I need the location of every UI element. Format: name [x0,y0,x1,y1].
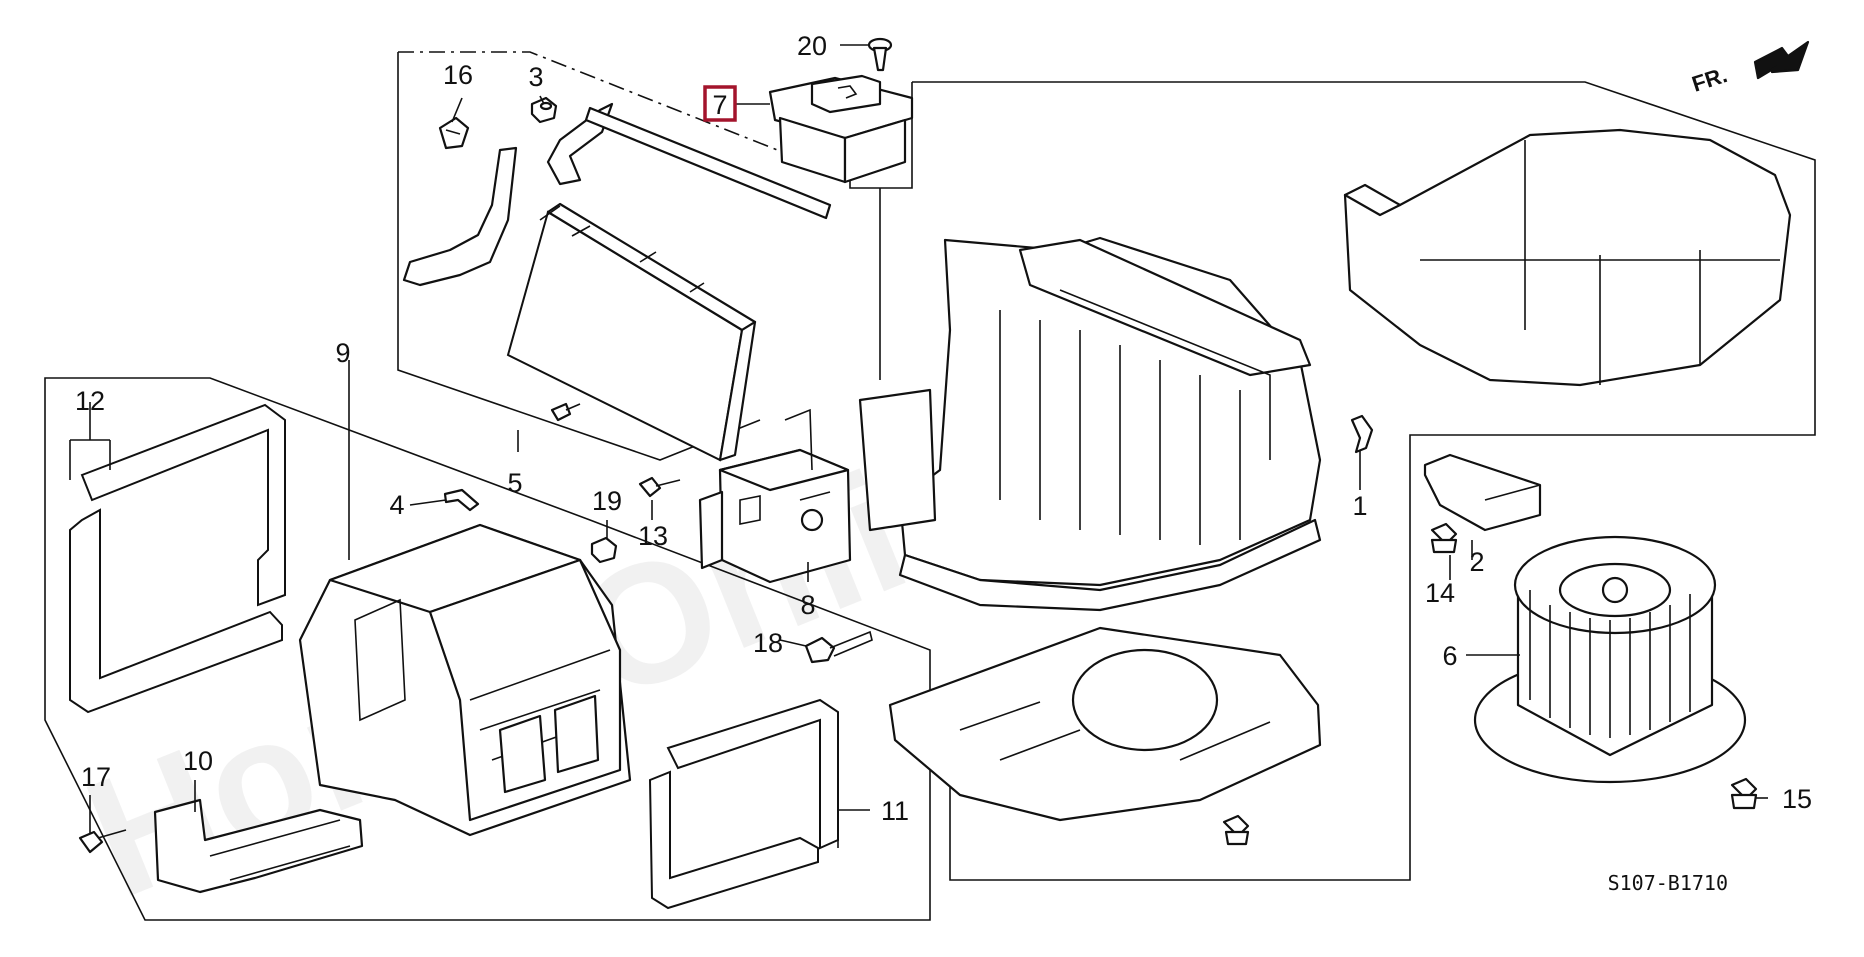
boundary-blower-group [912,81,1816,881]
front-indicator-label: FR. [1689,62,1730,97]
part-3-nut[interactable] [530,96,558,124]
part-15-screw[interactable] [1730,777,1758,810]
callout-8[interactable]: 8 [800,590,815,620]
callout-12[interactable]: 12 [75,386,105,416]
diagram-code: S107-B1710 [1608,871,1728,895]
evaporator-screw[interactable] [550,402,581,422]
blower-cover[interactable] [1343,128,1792,387]
callout-15[interactable]: 15 [1782,784,1812,814]
part-19-nut[interactable] [590,536,618,564]
evaporator-core[interactable] [506,202,757,462]
blower-housing[interactable] [858,236,1322,612]
callout-2[interactable]: 2 [1469,547,1484,577]
part-10-duct[interactable] [153,798,364,894]
part-14-screw[interactable] [1430,522,1458,554]
callout-1[interactable]: 1 [1352,491,1367,521]
callout-16[interactable]: 16 [443,60,473,90]
blower-base-plate[interactable] [888,626,1322,822]
callout-17[interactable]: 17 [81,762,111,792]
part-20-screw[interactable] [867,37,893,72]
part-2-sensor[interactable] [1423,453,1542,532]
part-12-seal[interactable] [69,403,286,714]
part-13-screw[interactable] [638,476,681,498]
callout-18[interactable]: 18 [753,628,783,658]
part-1-clip[interactable] [1350,414,1374,454]
heater-unit-housing[interactable] [298,523,632,837]
callout-14[interactable]: 14 [1425,578,1455,608]
part-11-seal[interactable] [648,698,839,910]
front-direction-arrow [1753,40,1810,80]
callout-9[interactable]: 9 [335,338,350,368]
part-16-clip[interactable] [438,116,470,150]
part-4-clip[interactable] [443,488,480,512]
callout-19[interactable]: 19 [592,486,622,516]
callout-4[interactable]: 4 [389,490,404,520]
callout-3[interactable]: 3 [528,62,543,92]
part-18-bolt[interactable] [804,630,873,664]
callout-5[interactable]: 5 [507,468,522,498]
boundary-heater-group [44,377,931,921]
callout-20[interactable]: 20 [797,31,827,61]
callout-labels: 7 20 16 3 9 12 5 4 19 13 8 18 10 17 11 1… [75,31,1812,826]
callout-6[interactable]: 6 [1442,641,1457,671]
boundary-top-left [398,51,821,171]
highlight-box-part-7 [703,85,737,122]
base-plate-screw[interactable] [1222,814,1250,846]
part-6-blower-motor[interactable] [1473,535,1747,784]
evaporator-linkage[interactable] [402,102,832,287]
part-7-blower-resistor[interactable] [768,74,914,184]
leader-lines [69,44,1768,848]
part-8-actuator[interactable] [698,408,852,584]
callout-11[interactable]: 11 [881,796,909,826]
callout-7[interactable]: 7 [712,90,727,120]
callout-13[interactable]: 13 [638,521,668,551]
callout-10[interactable]: 10 [183,746,213,776]
